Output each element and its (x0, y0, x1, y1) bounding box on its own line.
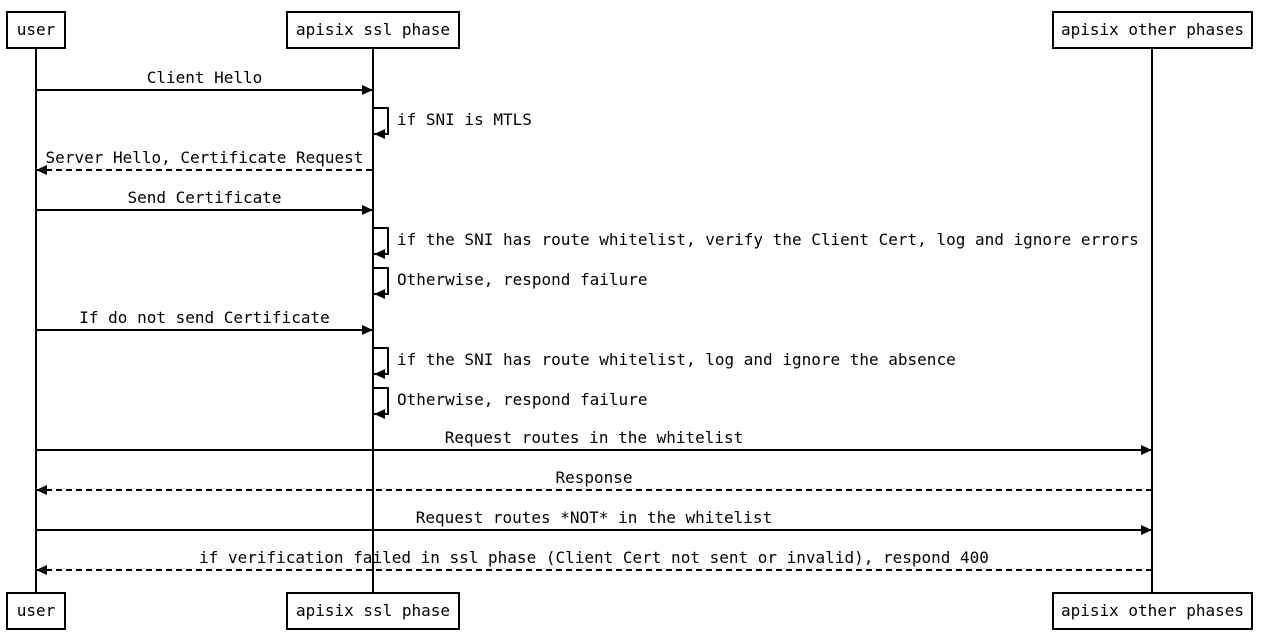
message-line (36, 569, 1152, 571)
self-message-label: if the SNI has route whitelist, verify t… (397, 230, 1139, 249)
self-message-label: if the SNI has route whitelist, log and … (397, 350, 956, 369)
message-label: Server Hello, Certificate Request (45, 148, 364, 167)
message-line (36, 89, 373, 91)
message-label: If do not send Certificate (79, 308, 330, 327)
message-arrowhead-icon (362, 85, 373, 95)
actor-box-top-other: apisix other phases (1052, 11, 1253, 49)
actor-box-top-ssl: apisix ssl phase (286, 11, 460, 49)
self-message-label: Otherwise, respond failure (397, 270, 648, 289)
message-arrowhead-icon (36, 485, 47, 495)
message-arrowhead-icon (362, 205, 373, 215)
message-label: if verification failed in ssl phase (Cli… (199, 548, 989, 567)
self-message-arrowhead-icon (374, 369, 385, 379)
message-line (36, 489, 1152, 491)
lifeline-other (1151, 49, 1153, 592)
message-label: Send Certificate (127, 188, 282, 207)
self-message-arrowhead-icon (374, 249, 385, 259)
message-line (36, 169, 373, 171)
message-line (36, 329, 373, 331)
message-arrowhead-icon (1141, 445, 1152, 455)
message-arrowhead-icon (36, 565, 47, 575)
self-message-label: Otherwise, respond failure (397, 390, 648, 409)
self-message-arrowhead-icon (374, 409, 385, 419)
message-label: Client Hello (146, 68, 263, 87)
self-message-label: if SNI is MTLS (397, 110, 532, 129)
self-message-arrowhead-icon (374, 129, 385, 139)
actor-box-top-user: user (6, 11, 66, 49)
actor-box-bottom-ssl: apisix ssl phase (286, 592, 460, 630)
message-line (36, 449, 1152, 451)
actor-box-bottom-user: user (6, 592, 66, 630)
message-arrowhead-icon (362, 325, 373, 335)
actor-box-bottom-other: apisix other phases (1052, 592, 1253, 630)
message-label: Request routes *NOT* in the whitelist (415, 508, 773, 527)
message-label: Request routes in the whitelist (444, 428, 744, 447)
message-label: Response (555, 468, 633, 487)
message-arrowhead-icon (1141, 525, 1152, 535)
self-message-arrowhead-icon (374, 289, 385, 299)
message-line (36, 209, 373, 211)
lifeline-user (35, 49, 37, 592)
lifeline-ssl (372, 49, 374, 592)
message-line (36, 529, 1152, 531)
message-arrowhead-icon (36, 165, 47, 175)
